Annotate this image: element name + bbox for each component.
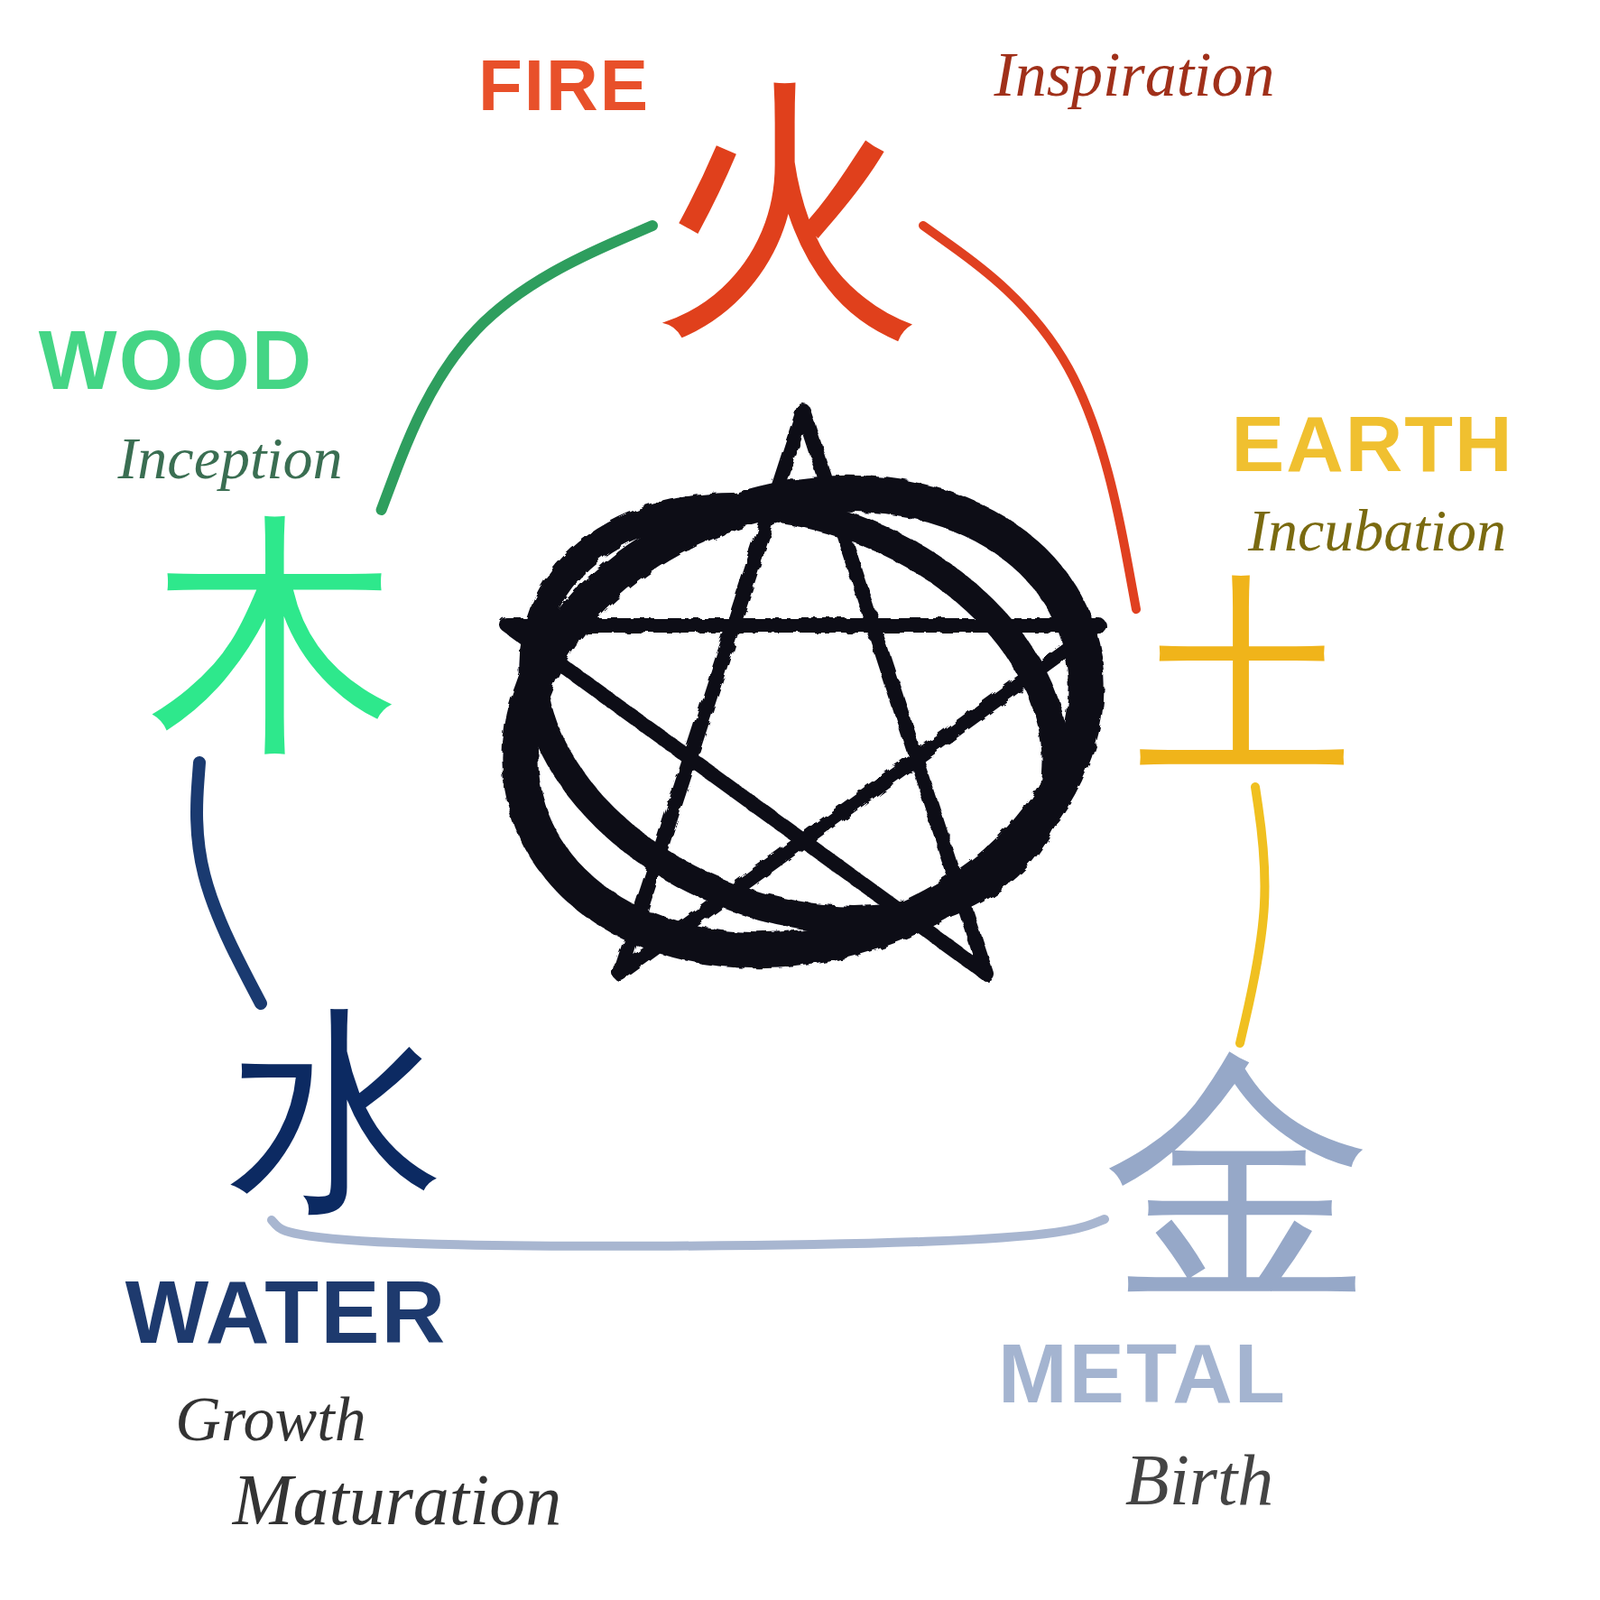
phase-label: Incubation [1248, 498, 1507, 565]
phase-label: Inception [117, 425, 343, 492]
element-name: FIRE [478, 46, 650, 126]
cycle-arc [1239, 786, 1266, 1044]
cycle-arc [271, 1219, 1105, 1247]
element-character: 火 [652, 76, 924, 348]
element-glyph: 土 [1136, 570, 1353, 787]
element-name: WOOD [38, 314, 314, 407]
element-glyph: 水 [228, 1003, 445, 1221]
cycle-arc [196, 762, 261, 1004]
element-name: METAL [998, 1328, 1287, 1420]
loop-stroke [470, 431, 1118, 994]
cycle-arc [923, 225, 1137, 610]
loop-stroke [460, 422, 1147, 1022]
phase-label: Inspiration [993, 39, 1275, 110]
element-name: EARTH [1230, 400, 1514, 489]
phase-label: Growth [175, 1384, 366, 1454]
element-character: 木 [148, 509, 402, 763]
element-character: 土 [1136, 570, 1353, 787]
phase-label: Maturation [232, 1460, 562, 1540]
element-name: WATER [125, 1264, 448, 1362]
phase-label: Birth [1125, 1440, 1274, 1520]
element-glyph: 金 [1104, 1043, 1376, 1314]
element-character: 金 [1104, 1043, 1376, 1314]
element-glyph: 火 [652, 76, 924, 348]
element-glyph: 木 [148, 509, 402, 763]
cycle-arc [381, 225, 653, 510]
element-character: 水 [228, 1003, 445, 1221]
